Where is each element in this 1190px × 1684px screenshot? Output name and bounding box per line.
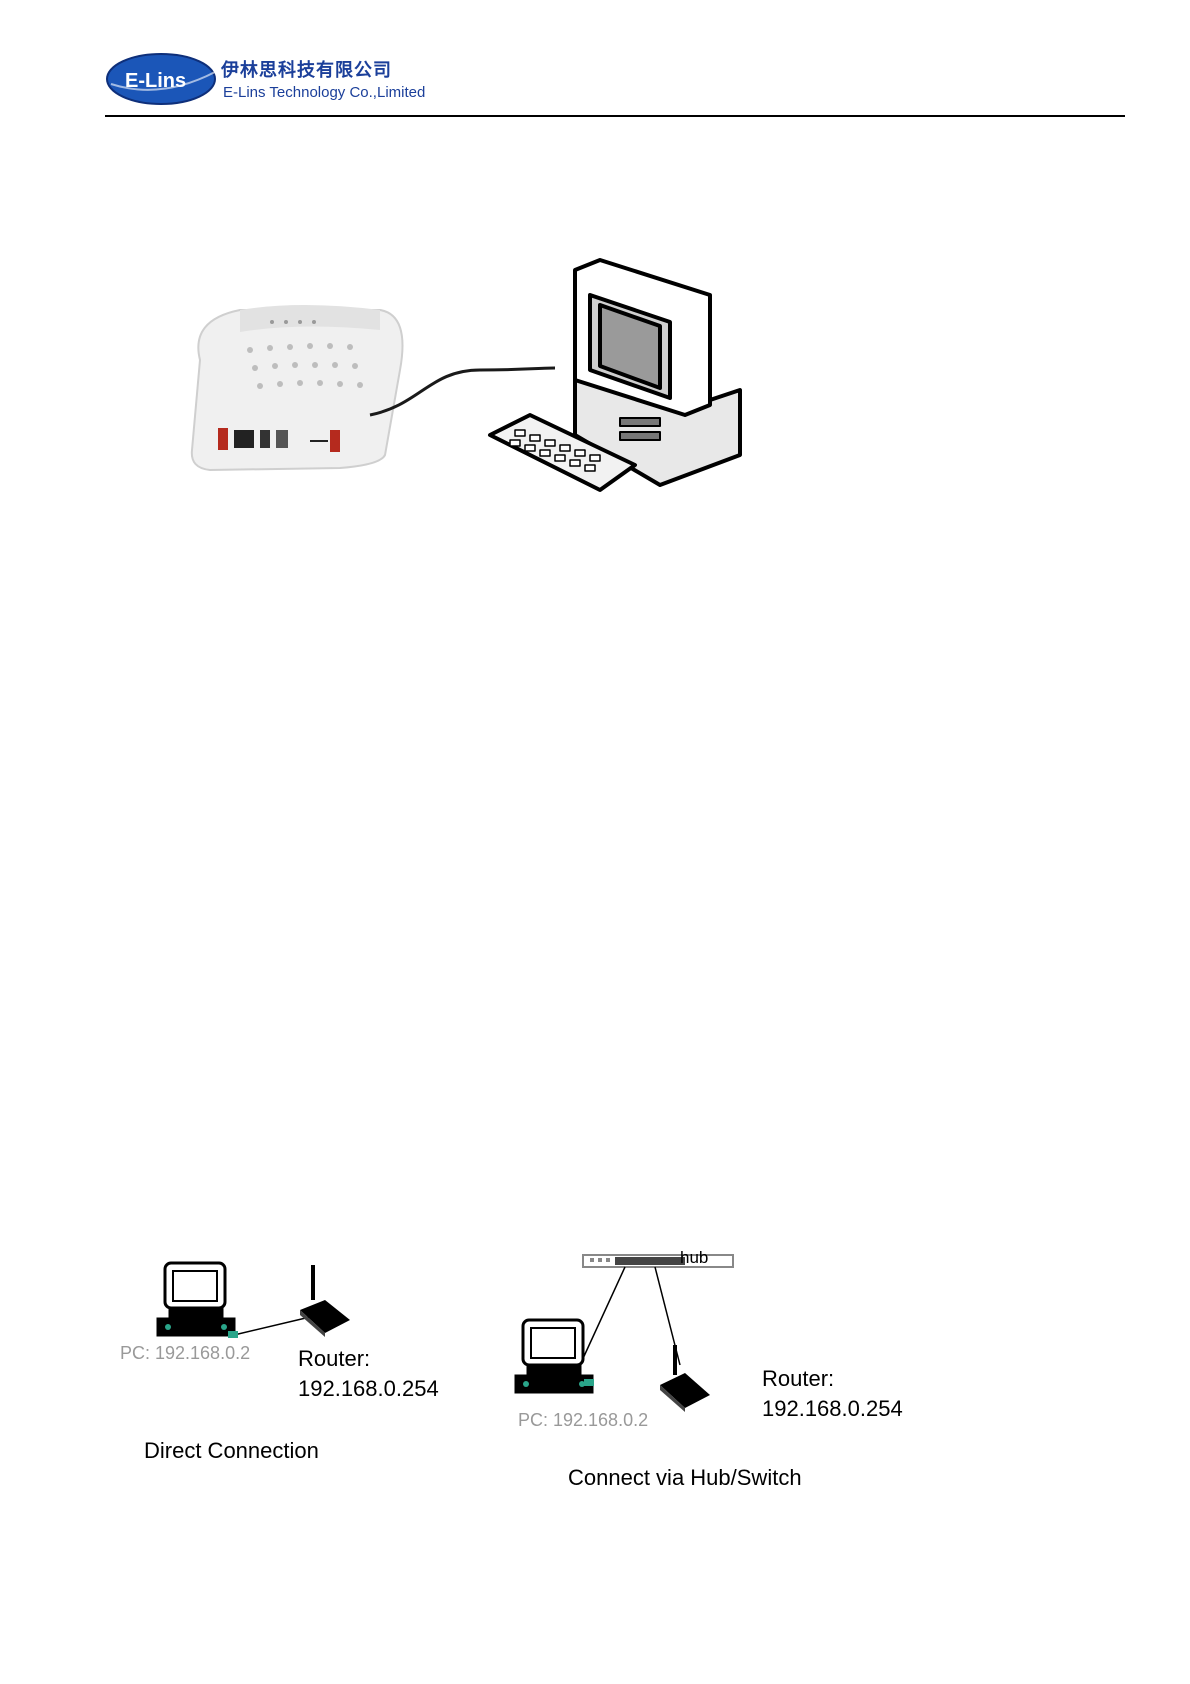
hub-icon bbox=[583, 1255, 733, 1267]
router-label-direct-line2: 192.168.0.254 bbox=[298, 1375, 439, 1403]
router-label-hub-line2: 192.168.0.254 bbox=[762, 1395, 903, 1423]
hub-to-pc-cable bbox=[580, 1267, 625, 1365]
hub-label: hub bbox=[680, 1248, 708, 1268]
router-device bbox=[192, 305, 403, 470]
pc-ip-label-direct: PC: 192.168.0.2 bbox=[120, 1343, 250, 1364]
logo-text: E-Lins bbox=[125, 70, 186, 92]
router-label-direct-line1: Router: bbox=[298, 1345, 370, 1373]
page-header: E-Lins 伊林思科技有限公司 E-Lins Technology Co.,L… bbox=[105, 50, 1125, 116]
pc-icon-direct bbox=[158, 1263, 234, 1335]
direct-cable bbox=[234, 1317, 310, 1335]
e-lins-logo: E-Lins bbox=[105, 50, 221, 108]
caption-connect-via-hub: Connect via Hub/Switch bbox=[568, 1465, 802, 1491]
router-label-hub-line1: Router: bbox=[762, 1365, 834, 1393]
router-to-pc-illustration bbox=[180, 240, 820, 560]
router-icon-hub bbox=[660, 1345, 710, 1412]
ethernet-plug bbox=[228, 1331, 238, 1338]
router-icon-direct bbox=[300, 1265, 350, 1337]
pc-icon-hub bbox=[516, 1320, 592, 1392]
company-name-chinese: 伊林思科技有限公司 bbox=[221, 56, 392, 82]
caption-direct-connection: Direct Connection bbox=[144, 1438, 319, 1464]
pc-ip-label-hub: PC: 192.168.0.2 bbox=[518, 1410, 648, 1431]
company-name-english: E-Lins Technology Co.,Limited bbox=[223, 84, 425, 101]
header-divider bbox=[105, 115, 1125, 117]
ethernet-plug-hub bbox=[584, 1379, 594, 1386]
